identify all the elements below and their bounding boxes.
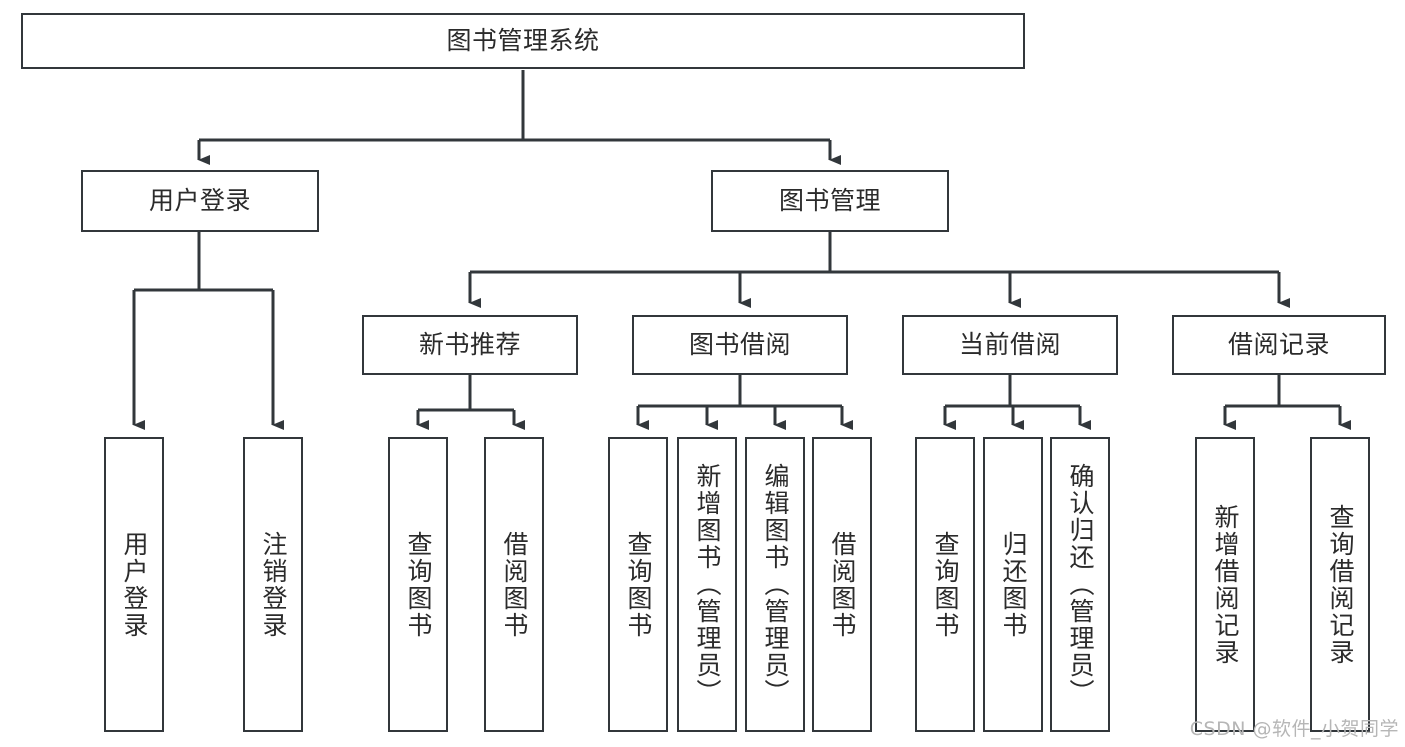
- node-book-borrow-label: 图书借阅: [688, 330, 791, 360]
- node-book-management-label: 图书管理: [778, 186, 881, 216]
- leaf-book-borrow-add-label: 新增图书（管理员）: [693, 463, 722, 706]
- node-user-login-label: 用户登录: [148, 186, 251, 216]
- leaf-user-login-signout[interactable]: 注销登录: [243, 437, 303, 732]
- leaf-borrow-record-query[interactable]: 查询借阅记录: [1310, 437, 1370, 732]
- leaf-new-book-query[interactable]: 查询图书: [388, 437, 448, 732]
- leaf-current-borrow-confirm-return[interactable]: 确认归还（管理员）: [1050, 437, 1110, 732]
- leaf-book-borrow-query[interactable]: 查询图书: [608, 437, 668, 732]
- node-book-borrow[interactable]: 图书借阅: [632, 315, 848, 375]
- leaf-book-borrow-edit[interactable]: 编辑图书（管理员）: [745, 437, 805, 732]
- leaf-new-book-borrow-label: 借阅图书: [500, 530, 529, 639]
- leaf-user-login-signin-label: 用户登录: [120, 530, 149, 639]
- node-user-login[interactable]: 用户登录: [81, 170, 319, 232]
- leaf-new-book-query-label: 查询图书: [404, 530, 433, 639]
- node-root-label: 图书管理系统: [446, 26, 600, 56]
- leaf-current-borrow-return-label: 归还图书: [999, 530, 1028, 639]
- node-borrow-record-label: 借阅记录: [1227, 330, 1330, 360]
- leaf-book-borrow-lend-label: 借阅图书: [828, 530, 857, 639]
- leaf-borrow-record-query-label: 查询借阅记录: [1326, 503, 1355, 666]
- leaf-current-borrow-return[interactable]: 归还图书: [983, 437, 1043, 732]
- node-current-borrow-label: 当前借阅: [958, 330, 1061, 360]
- leaf-current-borrow-query[interactable]: 查询图书: [915, 437, 975, 732]
- leaf-book-borrow-add[interactable]: 新增图书（管理员）: [677, 437, 737, 732]
- leaf-book-borrow-lend[interactable]: 借阅图书: [812, 437, 872, 732]
- leaf-new-book-borrow[interactable]: 借阅图书: [484, 437, 544, 732]
- node-book-management[interactable]: 图书管理: [711, 170, 949, 232]
- node-borrow-record[interactable]: 借阅记录: [1172, 315, 1386, 375]
- leaf-book-borrow-query-label: 查询图书: [624, 530, 653, 639]
- leaf-user-login-signout-label: 注销登录: [259, 530, 288, 639]
- leaf-current-borrow-query-label: 查询图书: [931, 530, 960, 639]
- leaf-user-login-signin[interactable]: 用户登录: [104, 437, 164, 732]
- node-new-book-recommend[interactable]: 新书推荐: [362, 315, 578, 375]
- leaf-book-borrow-edit-label: 编辑图书（管理员）: [761, 463, 790, 706]
- leaf-borrow-record-add[interactable]: 新增借阅记录: [1195, 437, 1255, 732]
- node-current-borrow[interactable]: 当前借阅: [902, 315, 1118, 375]
- leaf-borrow-record-add-label: 新增借阅记录: [1211, 503, 1240, 666]
- node-root[interactable]: 图书管理系统: [21, 13, 1025, 69]
- csdn-watermark: CSDN @软件_小贺同学: [1189, 718, 1399, 740]
- node-new-book-recommend-label: 新书推荐: [418, 330, 521, 360]
- leaf-current-borrow-confirm-return-label: 确认归还（管理员）: [1066, 463, 1095, 706]
